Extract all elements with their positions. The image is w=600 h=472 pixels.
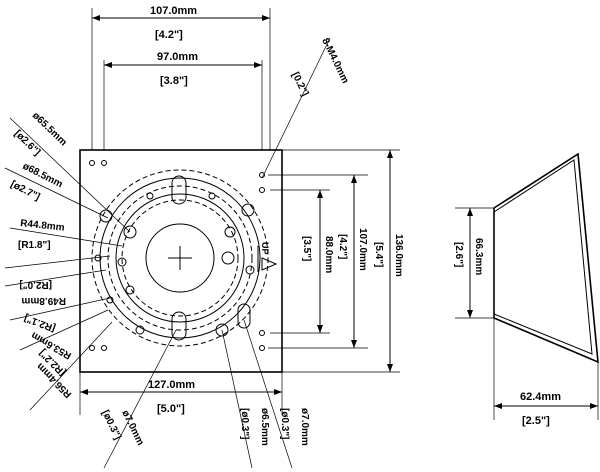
height-107-label: 107.0mm [357,228,368,271]
mounting-plate: UP [79,149,283,373]
dia-68-inch-label: [ø2.7"] [9,179,42,203]
radius-2-inch-label: [R2.0"] [19,279,52,290]
radius-44-inch-label: [R1.8"] [18,240,51,251]
up-label: UP [260,242,270,255]
width-107-label: 107.0mm [150,5,197,17]
height-107-inch-label: [4.2"] [337,234,348,259]
screw-label: 8-M4.0mm [319,36,350,85]
side-view: 66.3mm [2.6"] 62.4mm [2.5"] [453,152,599,427]
width-127-inch-label: [5.0"] [157,403,185,415]
width-107-inch-label: [4.2"] [155,29,183,41]
side-width-label: 62.4mm [520,391,561,403]
height-136-inch-label: [5.4"] [373,242,384,267]
dia-7b-inch-label: [ø0.3"] [279,408,290,439]
left-radius-labels: ø65.5mm [ø2.6"] ø68.5mm [ø2.7"] R44.8mm … [4,110,131,411]
dia-65b-inch-label: [ø0.3"] [239,408,250,439]
side-height-inch-label: [2.6"] [453,242,464,267]
top-dimensions: 107.0mm [4.2"] 97.0mm [3.8"] 8-M4.0mm [0… [91,5,351,179]
side-height-label: 66.3mm [473,238,484,275]
screw-inch-label: [0.2"] [289,70,310,98]
dia-7b-label: ø7.0mm [299,408,310,446]
radius-44-label: R44.8mm [20,218,65,234]
bottom-dimensions: 127.0mm [5.0"] ø7.0mm [ø0.3"] ø6.5mm [ø0… [79,319,310,469]
width-127-label: 127.0mm [148,379,195,391]
width-97-inch-label: [3.8"] [160,75,188,87]
dia-65-inch-label: [ø2.6"] [12,128,42,158]
dia-65b-label: ø6.5mm [259,408,270,446]
radius-21-inch-label: [R2.1"] [23,312,57,333]
height-136-label: 136.0mm [393,234,404,277]
right-dimensions: 88.0mm [3.5"] 107.0mm [4.2"] 136.0mm [5.… [268,149,404,373]
height-88-label: 88.0mm [323,236,334,273]
radius-49-label: R49.8mm [21,295,66,306]
height-88-inch-label: [3.5"] [301,236,312,261]
dia-7a-label: ø7.0mm [119,408,146,447]
width-97-label: 97.0mm [157,51,198,63]
side-width-inch-label: [2.5"] [522,415,550,427]
